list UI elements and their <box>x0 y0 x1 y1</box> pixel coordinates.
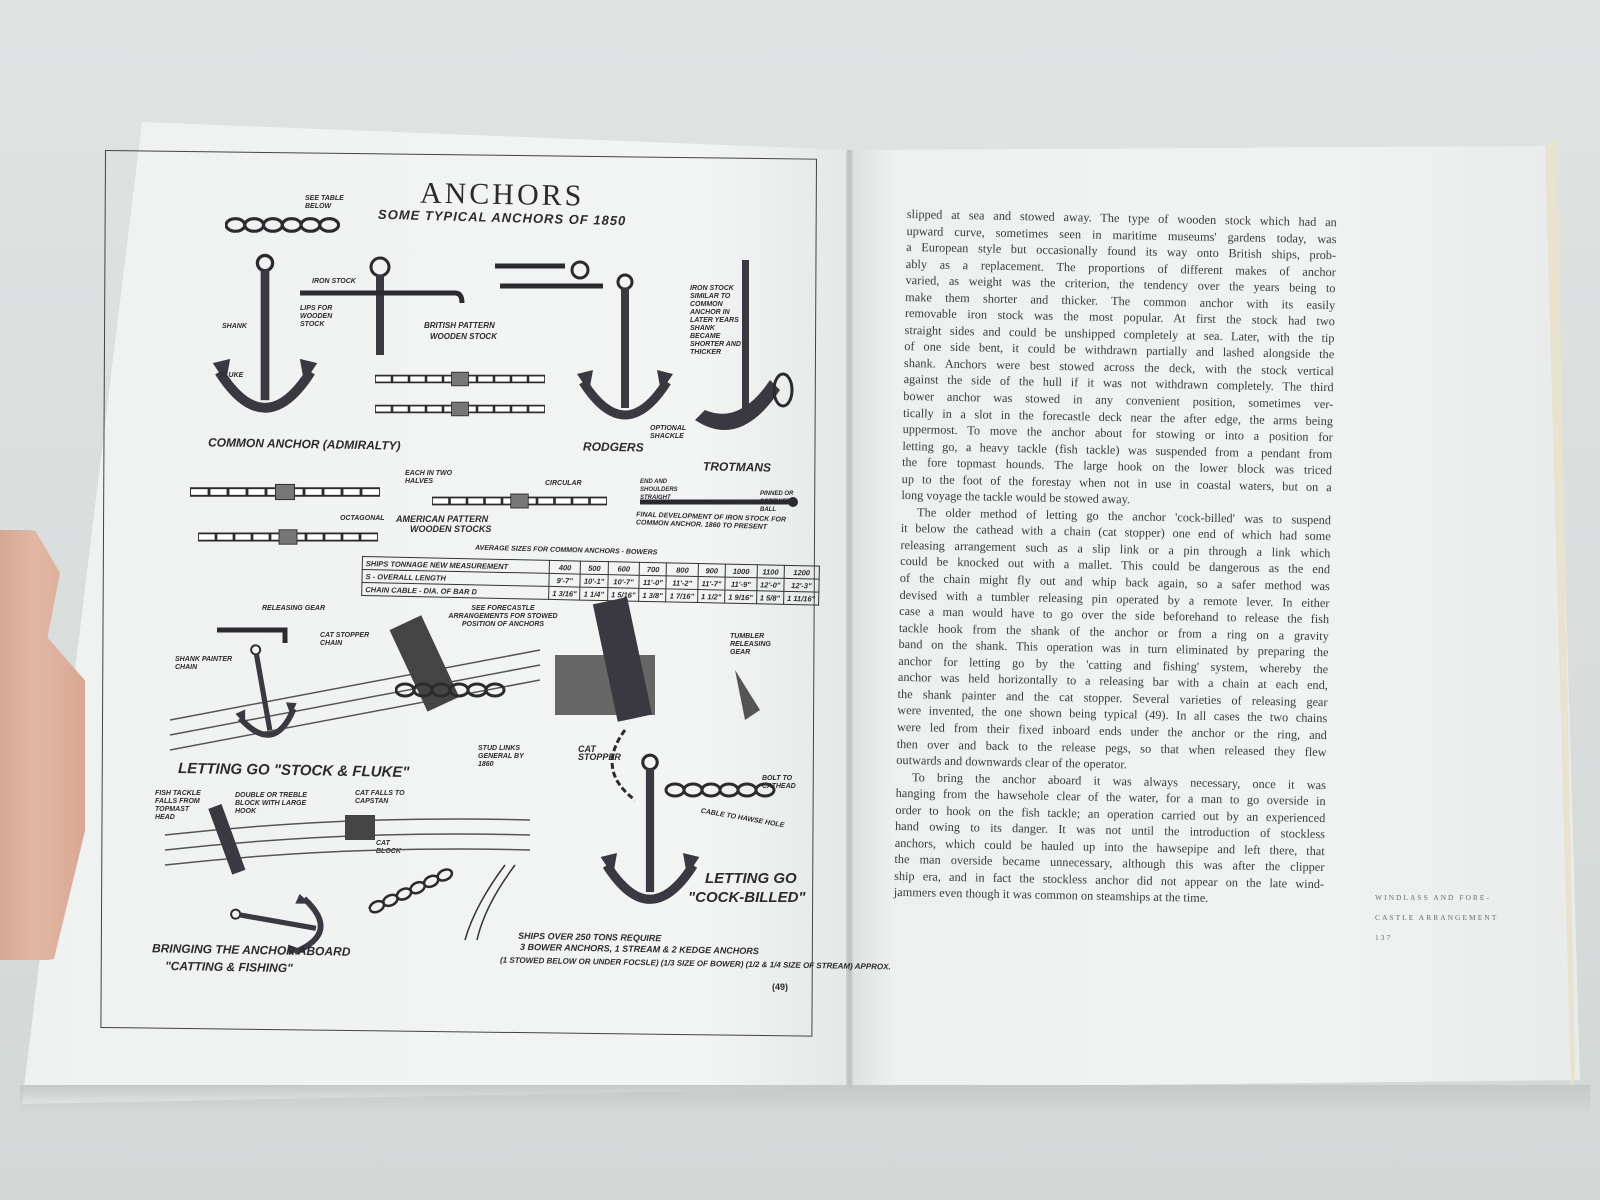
releasing-gear-drawing <box>217 627 288 643</box>
label-double-block: DOUBLE OR TREBLE BLOCK WITH LARGE HOOK <box>235 792 307 815</box>
cell: 800 <box>666 562 699 577</box>
cell: 12'-0" <box>756 577 785 592</box>
cell: 10'-7" <box>607 574 640 589</box>
iron-stock-anchor-drawing <box>300 256 465 355</box>
label-trotmans: TROTMANS <box>702 459 772 475</box>
cell: 1 1/4" <box>580 587 608 601</box>
label-lips: LIPS FOR WOODEN STOCK <box>300 305 333 328</box>
cell: 1100 <box>756 564 785 579</box>
body-text: slipped at sea and stowed away. The type… <box>894 206 1337 909</box>
page-number: 137 <box>1375 933 1393 942</box>
label-optional-shackle: OPTIONAL SHACKLE <box>650 425 687 440</box>
label-each-in-two-halves: EACH IN TWO HALVES <box>405 470 453 485</box>
octagonal-stock-drawing <box>198 528 378 546</box>
running-sidenote: WINDLASS AND FORE- CASTLE ARRANGEMENT 13… <box>1375 888 1498 948</box>
stock-and-fluke-drawing <box>169 615 541 751</box>
label-trotman-note: IRON STOCK SIMILAR TO COMMON ANCHOR IN L… <box>690 285 741 356</box>
cell: 500 <box>580 561 609 575</box>
cell: 12'-3" <box>783 578 820 593</box>
label-letting-go-cock-1: LETTING GO <box>705 870 797 887</box>
circular-stock-drawing <box>432 492 607 510</box>
cell: 11'-9" <box>724 577 757 591</box>
trotmans-anchor-drawing <box>695 260 794 430</box>
label-wooden-stocks: WOODEN STOCKS <box>410 524 492 534</box>
cell: 1 3/16" <box>548 586 581 601</box>
label-releasing-gear: RELEASING GEAR <box>262 605 326 612</box>
label-pinned-ball: PINNED OR SCREWED BALL <box>760 491 794 513</box>
cell: 1000 <box>725 564 757 578</box>
cell: 11'-0" <box>639 575 667 589</box>
label-shank-painter: SHANK PAINTER CHAIN <box>175 656 233 671</box>
cell: 1200 <box>784 565 820 580</box>
british-stock-drawing <box>375 370 545 388</box>
sidenote-line: WINDLASS AND FORE- <box>1375 893 1492 902</box>
chain-link-diagram <box>225 217 341 233</box>
label-circular: CIRCULAR <box>545 480 582 487</box>
catting-fishing-drawing <box>164 804 531 940</box>
label-fluke: FLUKE <box>220 372 244 379</box>
label-cat-falls: CAT FALLS TO CAPSTAN <box>355 790 405 805</box>
american-stock-drawing <box>190 482 380 502</box>
label-cat-block: CAT BLOCK <box>376 840 401 855</box>
paragraph: To bring the anchor aboard it was always… <box>894 768 1326 909</box>
label-cat-stopper: CAT STOPPER <box>578 744 621 762</box>
book-gutter <box>846 150 854 1090</box>
label-tumbler: TUMBLER RELEASING GEAR <box>730 633 771 656</box>
left-page <box>22 122 852 1104</box>
cell: 700 <box>639 562 667 576</box>
label-stud-links: STUD LINKS GENERAL BY 1860 <box>478 745 524 768</box>
label-octagonal: OCTAGONAL <box>340 515 385 522</box>
cell: 600 <box>607 561 640 576</box>
label-ends-straight: END AND SHOULDERS STRAIGHT <box>640 479 678 501</box>
cock-billed-drawing <box>555 597 776 930</box>
label-see-forecastle: SEE FORECASTLE ARRANGEMENTS FOR STOWED P… <box>448 605 558 628</box>
label-see-table: SEE TABLE BELOW <box>305 195 344 210</box>
label-wooden-stock: WOODEN STOCK <box>430 332 497 341</box>
paragraph: The older method of letting go the ancho… <box>896 504 1331 777</box>
cell: 11'-7" <box>697 576 726 591</box>
rodgers-stock-drawing <box>495 260 603 289</box>
british-stock-drawing-plan <box>375 400 545 418</box>
sidenote-line: CASTLE ARRANGEMENT <box>1375 913 1499 922</box>
cell: 10'-1" <box>580 574 608 588</box>
label-letting-go-cock-2: "COCK-BILLED" <box>688 889 806 906</box>
label-fish-tackle: FISH TACKLE FALLS FROM TOPMAST HEAD <box>155 790 201 821</box>
rodgers-anchor-drawing <box>565 270 685 440</box>
cell: 900 <box>698 563 726 578</box>
label-british-pattern: BRITISH PATTERN <box>424 321 495 330</box>
figure-number: (49) <box>772 982 789 992</box>
label-cat-stopper-chain: CAT STOPPER CHAIN <box>320 632 370 647</box>
cell: 400 <box>549 560 581 575</box>
label-bringing-2: "CATTING & FISHING" <box>164 958 293 976</box>
paragraph: slipped at sea and stowed away. The type… <box>901 206 1337 512</box>
book-shadow <box>20 1085 1590 1115</box>
label-shank: SHANK <box>222 323 247 330</box>
label-rodgers: RODGERS <box>582 439 644 455</box>
label-bolt-cathead: BOLT TO CATHEAD <box>762 775 796 790</box>
ships-note-1: SHIPS OVER 250 TONS REQUIRE <box>517 930 662 944</box>
final-iron-stock-drawing <box>640 497 798 507</box>
cell: 9'-7" <box>548 573 581 588</box>
right-page <box>850 146 1580 1088</box>
label-american-pattern: AMERICAN PATTERN <box>396 514 489 524</box>
label-iron-stock: IRON STOCK <box>312 278 356 285</box>
cell: 11'-2" <box>666 575 699 590</box>
